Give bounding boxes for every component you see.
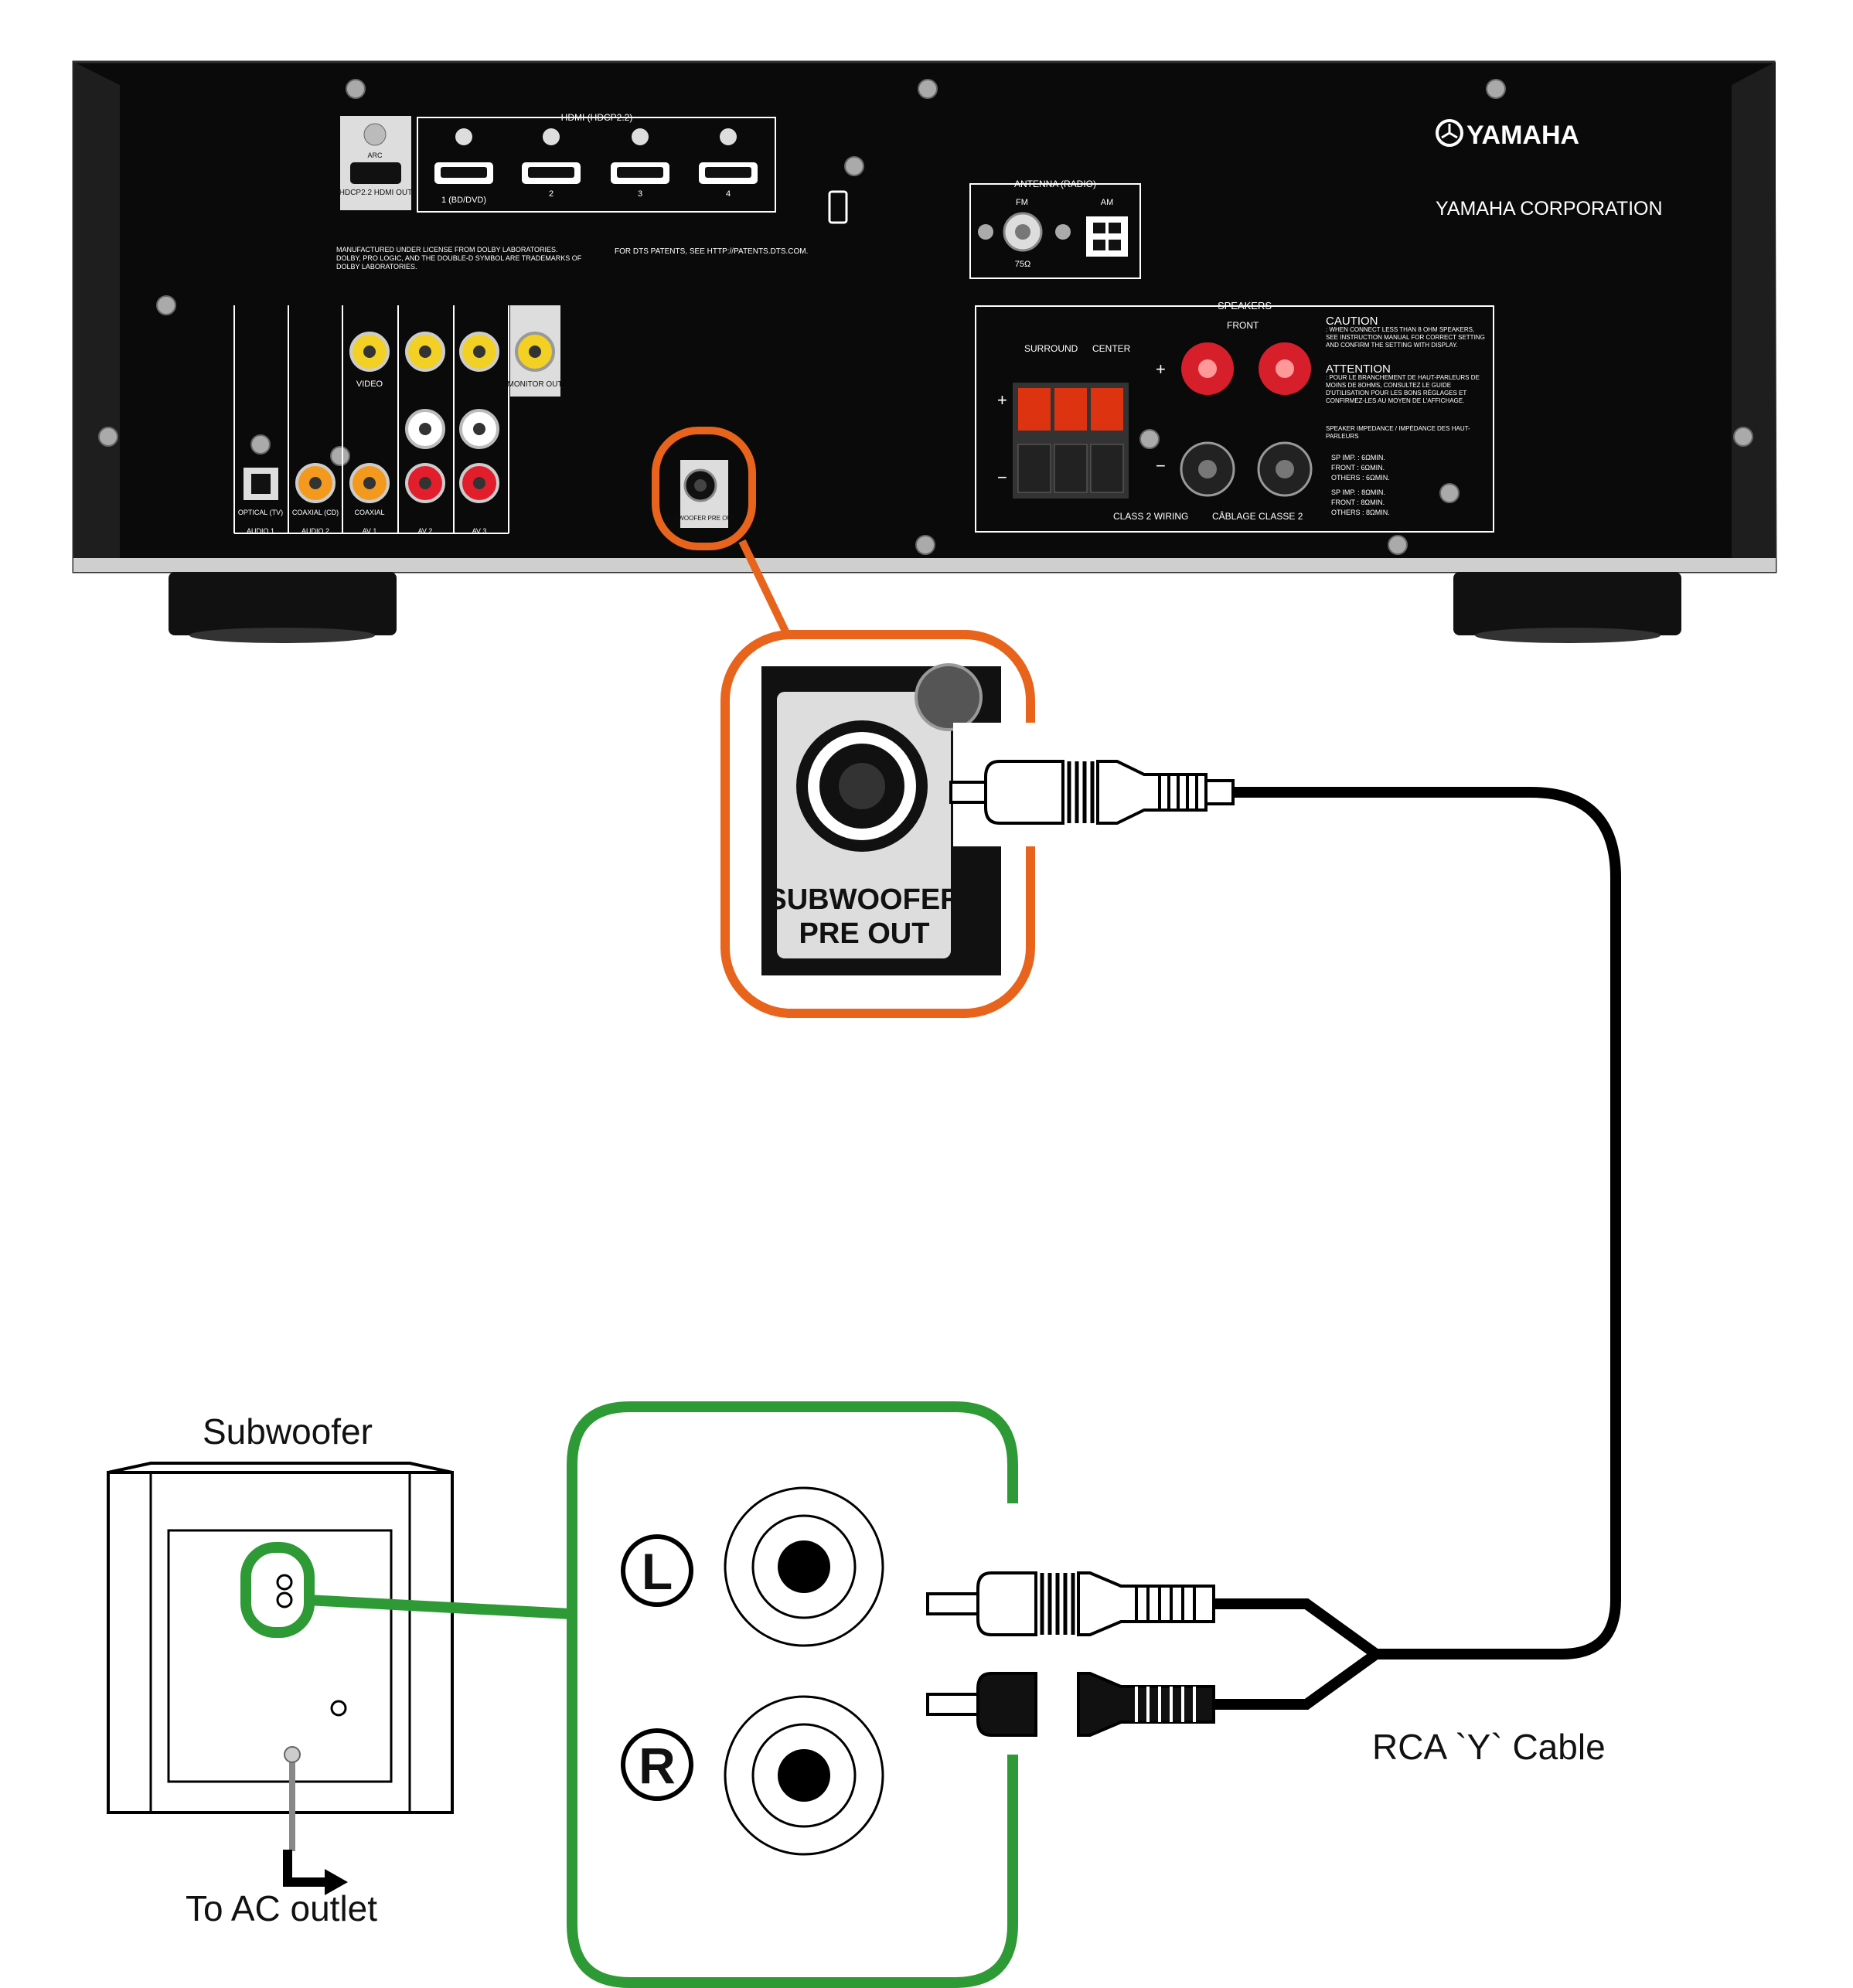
subwoofer-caption: Subwoofer xyxy=(203,1411,373,1452)
caution-text: : WHEN CONNECT LESS THAN 8 OHM SPEAKERS,… xyxy=(1326,326,1485,349)
right-symbol: R xyxy=(639,1737,676,1794)
speaker-terminals xyxy=(1013,342,1313,499)
class2-label: CLASS 2 WIRING xyxy=(1113,511,1188,522)
attention-title: ATTENTION xyxy=(1326,363,1391,376)
av-receiver-rear-panel: ARC HDCP2.2 HDMI OUT HDMI (HDCP2.2) 1 (B… xyxy=(72,60,1777,643)
left-foot xyxy=(169,572,397,635)
av1-label: AV 1 xyxy=(363,527,377,535)
hdmi-inputs: 1 (BD/DVD) 2 3 4 xyxy=(434,128,758,205)
ohm-label: 75Ω xyxy=(1015,260,1030,269)
audio1-label: AUDIO 1 xyxy=(247,527,274,535)
av2-label: AV 2 xyxy=(418,527,433,535)
svg-text:+: + xyxy=(1156,359,1166,379)
callout-line2: PRE OUT xyxy=(799,917,930,950)
svg-text:+: + xyxy=(997,390,1007,410)
subwoofer-unit xyxy=(107,1462,571,1895)
rca-jacks xyxy=(244,332,555,503)
audio2-label: AUDIO 2 xyxy=(301,527,329,535)
dts-text: FOR DTS PATENTS, SEE HTTP://PATENTS.DTS.… xyxy=(615,247,808,256)
center-label: CENTER xyxy=(1092,343,1131,354)
surround-label: SURROUND xyxy=(1024,343,1078,354)
coaxial-label: COAXIAL xyxy=(354,509,384,516)
attention-text: : POUR LE BRANCHEMENT DE HAUT-PARLEURS D… xyxy=(1326,374,1480,404)
svg-text:−: − xyxy=(997,468,1007,487)
left-input-label-circle: L xyxy=(621,1534,693,1607)
subwoofer-input-right-jack xyxy=(724,1695,884,1856)
monitor-out-label: MONITOR OUT xyxy=(508,380,563,389)
sp-imp-8: SP IMP. : 8ΩMIN. xyxy=(1331,488,1385,496)
others-8: OTHERS : 8ΩMIN. xyxy=(1331,509,1390,516)
rca-y-cable xyxy=(926,760,1621,1737)
license-text: MANUFACTURED UNDER LICENSE FROM DOLBY LA… xyxy=(336,246,582,271)
subwoofer-input-left-jack xyxy=(724,1486,884,1647)
right-input-label-circle: R xyxy=(621,1728,693,1801)
av3-label: AV 3 xyxy=(472,527,487,535)
hdmi-input-label: 1 (BD/DVD) xyxy=(441,196,486,205)
hdmi-input-label: 3 xyxy=(638,189,642,199)
hdmi-input-3: 3 xyxy=(611,128,669,199)
yamaha-logo: YAMAHA xyxy=(1436,119,1579,150)
rca-plug-black-right xyxy=(926,1672,1215,1737)
impedance-label: SPEAKER IMPEDANCE / IMPÉDANCE DES HAUT-P… xyxy=(1326,425,1470,440)
arc-label: ARC xyxy=(367,151,383,159)
front-label: FRONT xyxy=(1227,320,1259,331)
subwoofer-input-callout: L R xyxy=(567,1401,1018,1988)
front-8: FRONT : 8ΩMIN. xyxy=(1331,499,1385,506)
subwoofer-power-switch xyxy=(330,1700,347,1717)
hdmi-input-1: 1 (BD/DVD) xyxy=(434,128,493,205)
cablage-label: CÂBLAGE CLASSE 2 xyxy=(1212,510,1303,522)
hdmi-input-label: 4 xyxy=(726,189,731,199)
hdmi-input-4: 4 xyxy=(699,128,758,199)
ac-outlet-caption: To AC outlet xyxy=(186,1888,378,1928)
hdmi-out-label: HDCP2.2 HDMI OUT xyxy=(339,189,412,197)
hdmi-input-2: 2 xyxy=(522,128,581,199)
hdmi-group-label: HDMI (HDCP2.2) xyxy=(561,112,633,123)
sp-imp-6: SP IMP. : 6ΩMIN. xyxy=(1331,454,1385,461)
callout-line1: SUBWOOFER xyxy=(767,883,961,916)
right-foot xyxy=(1453,572,1681,635)
caution-title: CAUTION xyxy=(1326,315,1378,328)
sub-out-small-label: SUBWOOFER PRE OUT xyxy=(666,515,735,522)
rca-plug-top xyxy=(949,760,1235,825)
am-antenna-terminal xyxy=(1086,216,1128,257)
optical-label: OPTICAL (TV) xyxy=(238,509,283,516)
svg-text:−: − xyxy=(1156,456,1166,475)
coaxial-cd-label: COAXIAL (CD) xyxy=(292,509,339,516)
front-6: FRONT : 6ΩMIN. xyxy=(1331,464,1385,471)
rca-plug-white-left xyxy=(926,1571,1215,1636)
cable-caption: RCA `Y` Cable xyxy=(1372,1727,1606,1767)
subwoofer-pre-out-callout: SUBWOOFER PRE OUT xyxy=(652,427,1038,1018)
hdmi-input-label: 2 xyxy=(549,189,554,199)
analog-inputs xyxy=(233,305,509,534)
am-label: AM xyxy=(1101,198,1114,207)
brand-name: YAMAHA xyxy=(1466,121,1579,150)
left-symbol: L xyxy=(642,1543,673,1600)
others-6: OTHERS : 6ΩMIN. xyxy=(1331,474,1390,482)
fm-label: FM xyxy=(1016,198,1028,207)
antenna-label: ANTENNA (RADIO) xyxy=(1014,179,1096,189)
corporation-name: YAMAHA CORPORATION xyxy=(1436,198,1663,220)
video-label: VIDEO xyxy=(356,380,383,389)
speakers-label: SPEAKERS xyxy=(1218,300,1272,311)
